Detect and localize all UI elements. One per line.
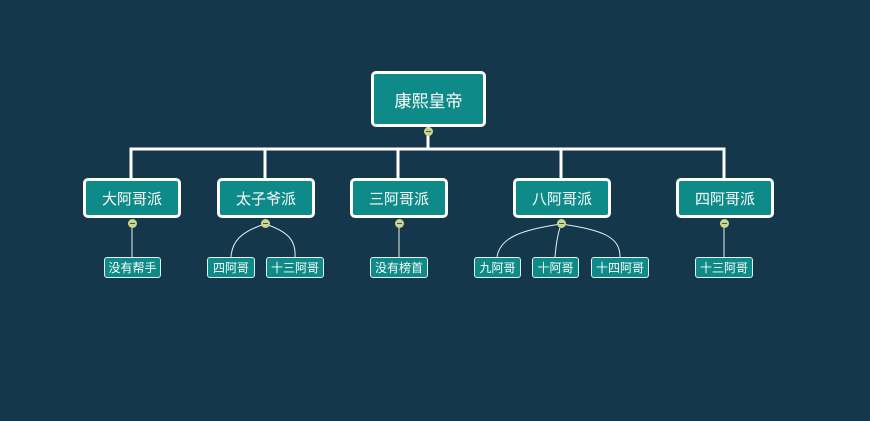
collapse-icon[interactable] xyxy=(395,219,404,228)
faction-node-sange[interactable]: 三阿哥派 xyxy=(350,178,448,218)
collapse-icon[interactable] xyxy=(557,219,566,228)
leaf-connector-bage-3 xyxy=(560,223,621,258)
member-node[interactable]: 十四阿哥 xyxy=(591,257,649,278)
member-node[interactable]: 四阿哥 xyxy=(207,257,255,278)
member-node[interactable]: 十三阿哥 xyxy=(266,257,324,278)
faction-node-sige[interactable]: 四阿哥派 xyxy=(676,178,774,218)
leaf-connector-bage-2 xyxy=(554,223,562,258)
leaf-connector-taizi-1 xyxy=(230,223,266,258)
leaf-connector-bage-1 xyxy=(496,223,562,258)
faction-node-dage[interactable]: 大阿哥派 xyxy=(83,178,181,218)
member-node[interactable]: 没有帮手 xyxy=(104,257,161,278)
leaf-connector-taizi-2 xyxy=(264,223,296,258)
member-node[interactable]: 十三阿哥 xyxy=(695,257,753,278)
collapse-icon[interactable] xyxy=(128,219,137,228)
member-node[interactable]: 九阿哥 xyxy=(474,257,521,278)
collapse-icon[interactable] xyxy=(261,219,270,228)
collapse-icon[interactable] xyxy=(720,219,729,228)
root-connector xyxy=(129,127,726,178)
member-node[interactable]: 没有榜首 xyxy=(370,257,428,278)
faction-node-taizi[interactable]: 太子爷派 xyxy=(217,178,315,218)
faction-node-bage[interactable]: 八阿哥派 xyxy=(513,178,611,218)
collapse-icon[interactable] xyxy=(424,127,433,136)
root-node[interactable]: 康熙皇帝 xyxy=(371,71,486,127)
member-node[interactable]: 十阿哥 xyxy=(532,257,579,278)
